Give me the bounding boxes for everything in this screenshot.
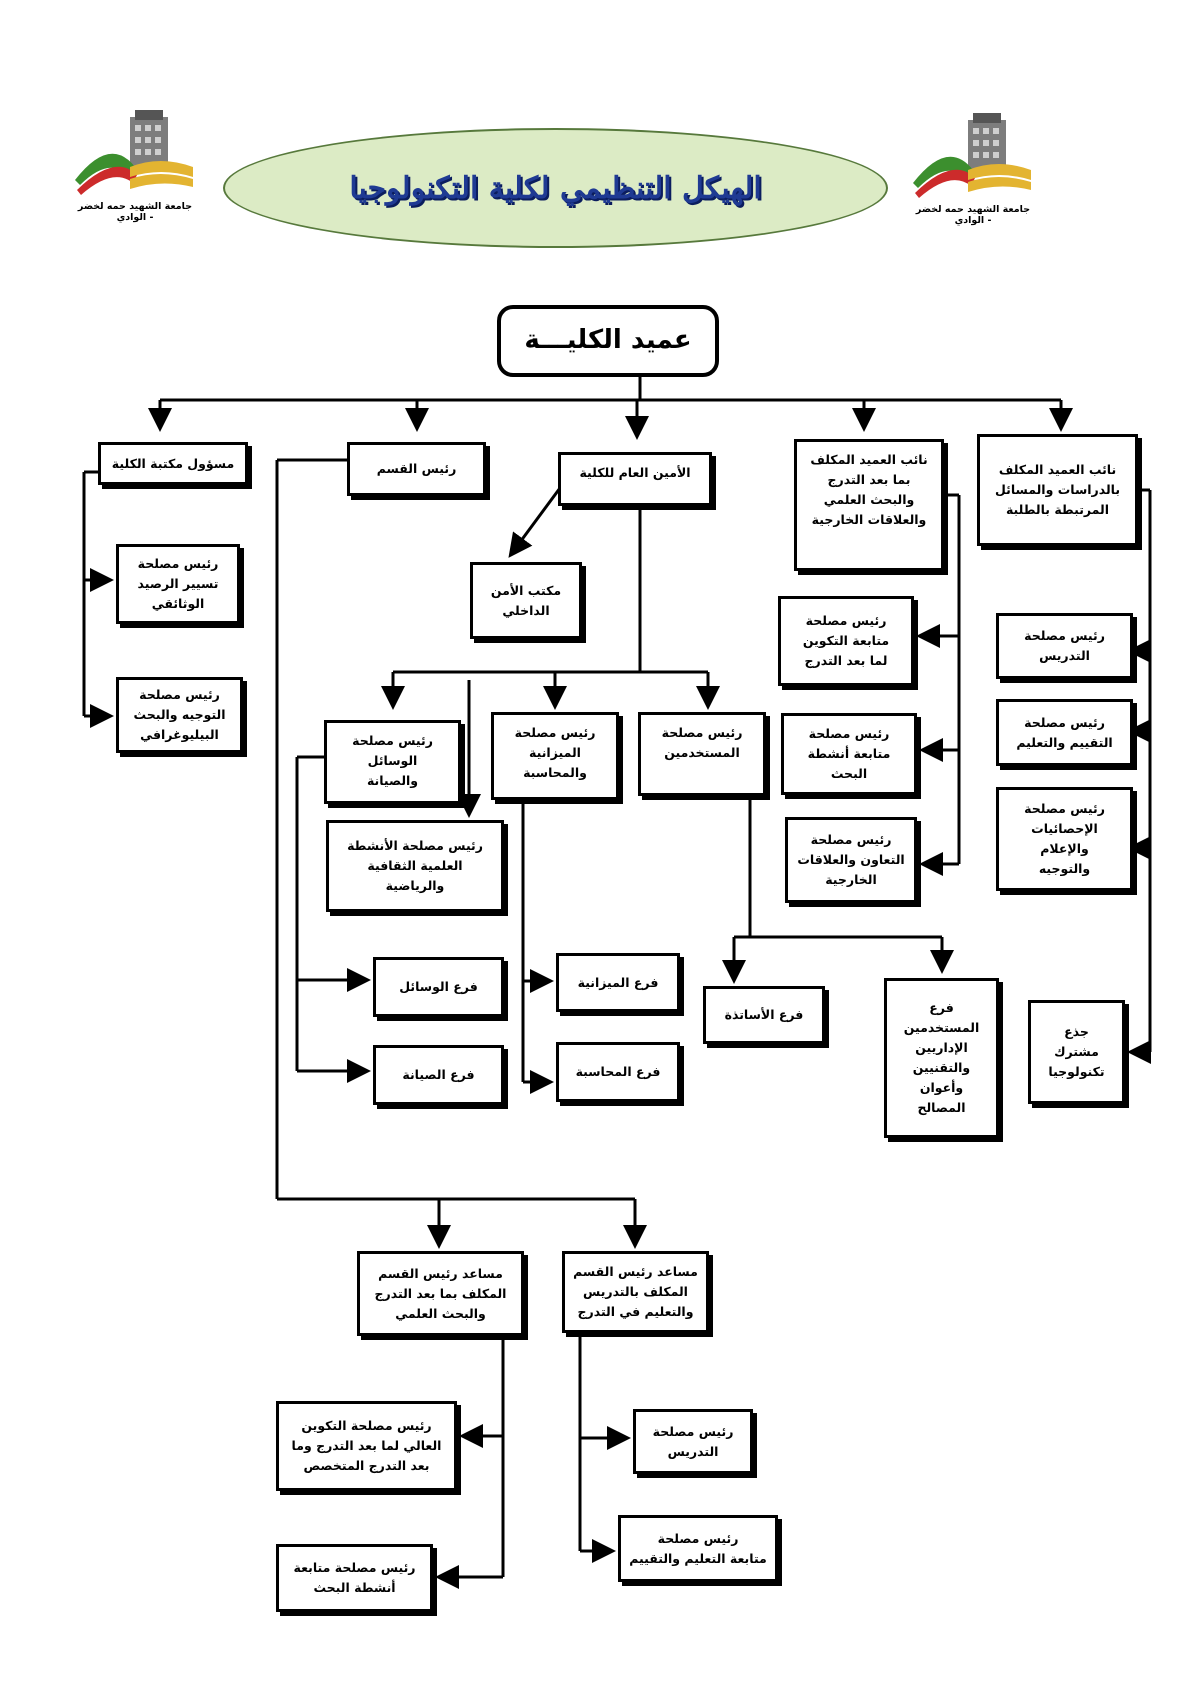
university-logo-right: جامعة الشهيد حمه لخضر - الوادي [913, 108, 1033, 228]
assistant-head-teaching-box: مساعد رئيس القسم المكلف بالتدريس والتعلي… [562, 1251, 709, 1333]
personnel-service-box: رئيس مصلحة المستخدمين [638, 712, 766, 796]
dean-box: عميد الكليـــة [497, 305, 719, 377]
staff-branch-box: فرع المستخدمين الإداريين والتقنيين وأعوا… [884, 978, 999, 1138]
evaluation-teaching-service-box: رئيس مصلحة التقييم والتعليم [996, 699, 1133, 766]
orientation-bibliographic-service-box: رئيس مصلحة التوجيه والبحث البيليوغرافي [116, 677, 243, 753]
accounting-branch-box: فرع المحاسبة [556, 1042, 680, 1102]
dept-research-followup-service-box: رئيس مصلحة متابعة أنشطة البحث [276, 1544, 433, 1612]
page-title: الهيكل التنظيمي لكلية التكنولوجيا [349, 170, 762, 206]
scientific-cultural-sports-service-box: رئيس مصلحة الأنشطة العلمية الثقافية والر… [326, 820, 504, 912]
budget-accounting-service-box: رئيس مصلحة الميزانية والمحاسبة [491, 712, 619, 800]
vice-dean-postgrad-box: نائب العميد المكلف بما بعد التدرج والبحث… [794, 439, 944, 571]
dept-teaching-service-box: رئيس مصلحة التدريس [633, 1409, 753, 1474]
vice-dean-students-box: نائب العميد المكلف بالدراسات والمسائل ال… [977, 434, 1138, 546]
title-ellipse: الهيكل التنظيمي لكلية التكنولوجيا [223, 128, 888, 248]
library-manager-box: مسؤول مكتبة الكلية [98, 442, 248, 485]
professors-branch-box: فرع الأساتذة [703, 986, 825, 1044]
secretary-general-box: الأمين العام للكلية [558, 452, 712, 506]
dept-higher-training-service-box: رئيس مصلحة التكوين العالي لما بعد التدرج… [276, 1401, 457, 1491]
logo-caption-right: جامعة الشهيد حمه لخضر - الوادي [915, 204, 1031, 226]
budget-branch-box: فرع الميزانية [556, 953, 680, 1012]
dept-teaching-evaluation-followup-service-box: رئيس مصلحة متابعة التعليم والتقييم [618, 1515, 778, 1582]
maintenance-branch-box: فرع الصيانة [373, 1045, 504, 1105]
postgrad-training-followup-service-box: رئيس مصلحة متابعة التكوين لما بعد التدرج [778, 596, 914, 686]
statistics-media-orientation-service-box: رئيس مصلحة الإحصائيات والإعلام والتوجيه [996, 787, 1133, 891]
research-activities-followup-service-box: رئيس مصلحة متابعة أنشطة البحث [781, 713, 917, 795]
teaching-service-box: رئيس مصلحة التدريس [996, 613, 1133, 679]
means-maintenance-service-box: رئيس مصلحة الوسائل والصيانة [324, 720, 461, 804]
internal-security-office-box: مكتب الأمن الداخلي [470, 562, 582, 639]
assistant-head-postgrad-box: مساعد رئيس القسم المكلف بما بعد التدرج و… [357, 1251, 524, 1336]
head-of-department-box: رئيس القسم [347, 442, 486, 496]
cooperation-external-relations-service-box: رئيس مصلحة التعاون والعلاقات الخارجية [785, 817, 917, 903]
document-fund-service-box: رئيس مصلحة تسيير الرصيد الوثائقي [116, 544, 240, 624]
common-core-technology-box: جذع مشترك تكنولوجيا [1028, 1000, 1125, 1104]
university-logo-left: جامعة الشهيد حمه لخضر - الوادي [75, 105, 195, 225]
means-branch-box: فرع الوسائل [373, 957, 504, 1017]
logo-caption-left: جامعة الشهيد حمه لخضر - الوادي [77, 201, 193, 223]
